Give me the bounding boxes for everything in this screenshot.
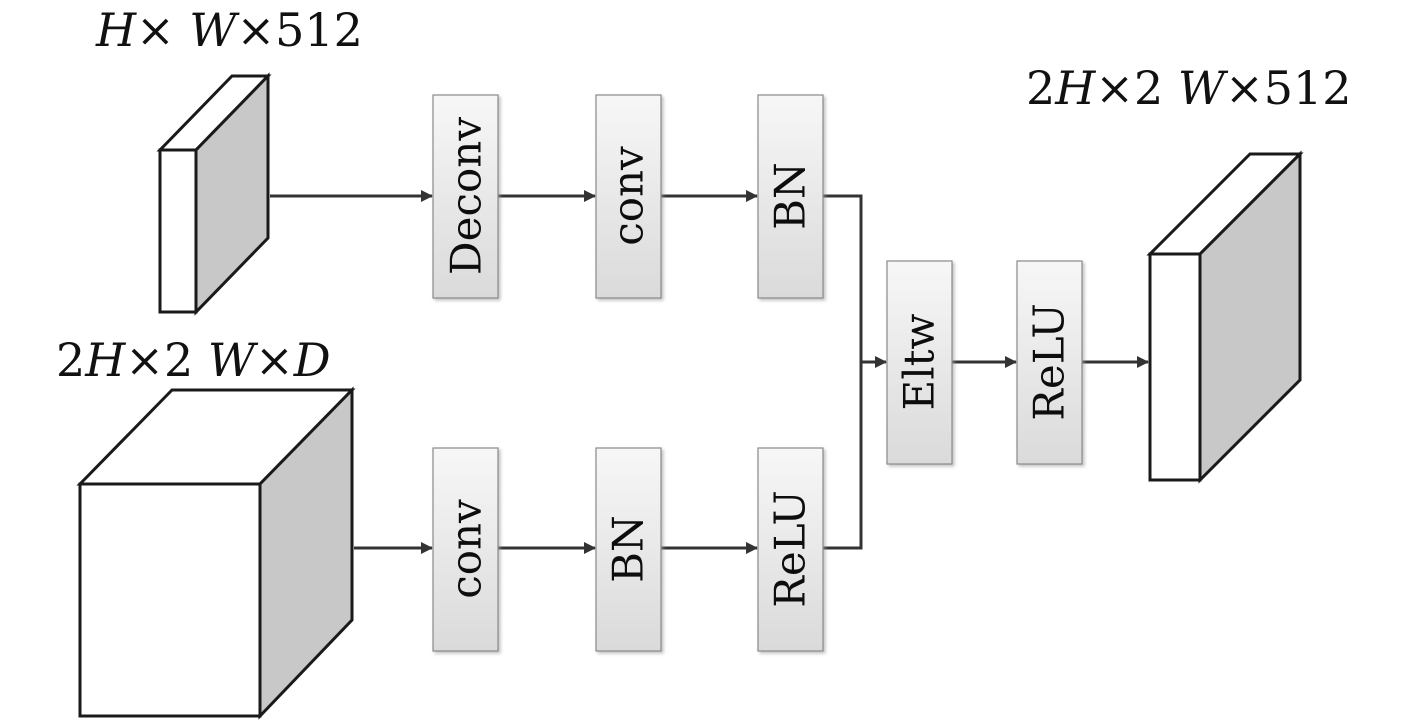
output-dim-label: 2H×2 W×512 bbox=[1026, 61, 1352, 115]
input-top-tensor bbox=[156, 72, 272, 316]
output-tensor bbox=[1146, 150, 1304, 484]
block-deconv: Deconv bbox=[432, 94, 499, 299]
input-top-dim-label: H× W×512 bbox=[95, 3, 363, 57]
block-relu-merge: ReLU bbox=[1016, 260, 1083, 465]
block-conv-top-label: conv bbox=[604, 146, 653, 246]
block-conv-bottom: conv bbox=[432, 447, 499, 652]
block-relu-merge-label: ReLU bbox=[1025, 303, 1074, 420]
block-relu-bottom-label: ReLU bbox=[766, 490, 815, 607]
input-bottom-dim-label: 2H×2 W×D bbox=[56, 333, 331, 387]
edge-bottom-branch-to-merge bbox=[823, 362, 863, 550]
block-eltw: Eltw bbox=[886, 260, 953, 465]
block-bn-bottom: BN bbox=[595, 447, 662, 652]
block-conv-bottom-label: conv bbox=[442, 499, 491, 599]
block-bn-bottom-label: BN bbox=[604, 515, 653, 583]
block-conv-top: conv bbox=[595, 94, 662, 299]
input-bottom-tensor bbox=[76, 386, 356, 720]
edges bbox=[270, 190, 1149, 554]
block-bn-top-label: BN bbox=[766, 162, 815, 230]
block-eltw-label: Eltw bbox=[895, 313, 944, 410]
edge-top-branch-to-merge bbox=[823, 194, 863, 362]
block-deconv-label: Deconv bbox=[442, 117, 491, 275]
block-bn-top: BN bbox=[757, 94, 824, 299]
block-relu-bottom: ReLU bbox=[757, 447, 824, 652]
